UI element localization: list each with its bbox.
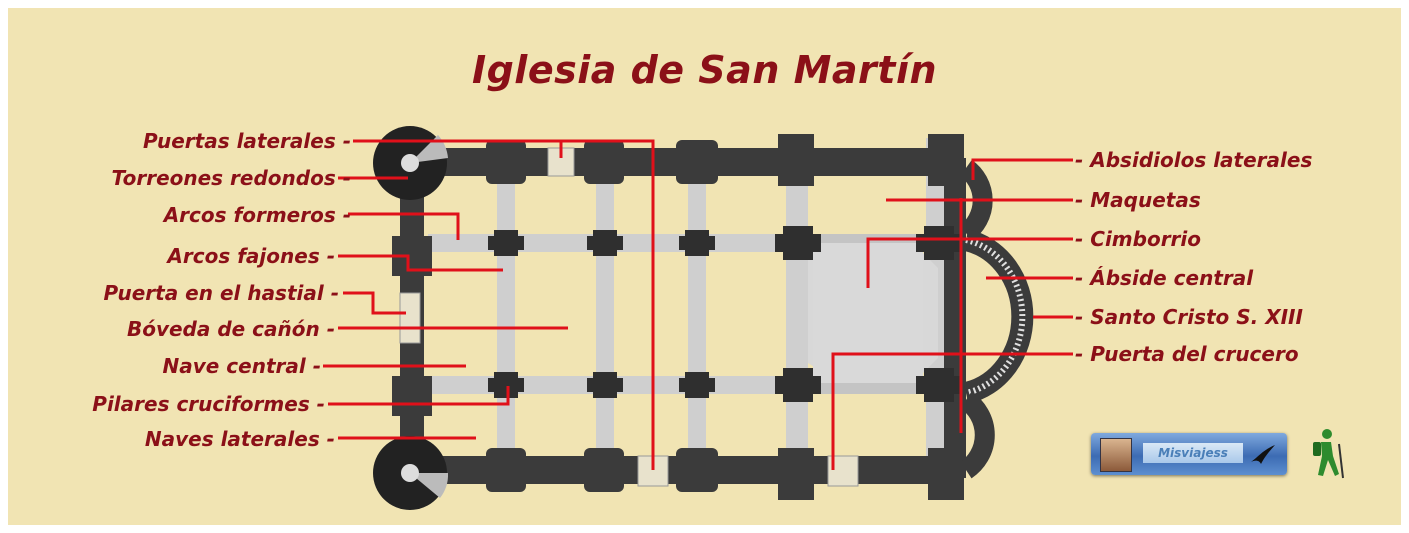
profile-photo-icon: [1100, 438, 1132, 472]
misviajess-badge[interactable]: Misviajess: [1091, 433, 1287, 475]
buttresses: [392, 134, 964, 500]
cruciform-pillars: [488, 226, 962, 402]
label-boveda-canon: Bóveda de cañón -: [126, 317, 335, 341]
label-pilares-cruciformes: Pilares cruciformes -: [92, 392, 325, 416]
label-torreones-redondos: Torreones redondos -: [111, 166, 351, 190]
arco-fajon-3: [688, 166, 706, 466]
hiker-icon: [1313, 429, 1344, 479]
pillar: [488, 372, 524, 398]
arco-fajon-1: [497, 166, 515, 466]
bird-icon: [1251, 445, 1275, 464]
absidiolo-south: [960, 391, 995, 479]
arco-fajon-4: [786, 166, 808, 466]
transept-east-wall: [944, 158, 966, 478]
pillar: [488, 230, 524, 256]
pillar: [775, 368, 821, 402]
arco-fajon-2: [596, 166, 614, 466]
arches-layer: [428, 138, 958, 468]
label-arcos-formeros: Arcos formeros -: [163, 203, 351, 227]
pillar: [775, 226, 821, 260]
pillar: [679, 230, 715, 256]
label-puerta-hastial: Puerta en el hastial -: [103, 281, 339, 305]
pillar: [587, 372, 623, 398]
label-abside-central: - Ábside central: [1075, 266, 1254, 290]
label-naves-laterales: Naves laterales -: [144, 427, 335, 451]
badge-text: Misviajess: [1143, 443, 1243, 463]
round-towers: [373, 126, 449, 510]
label-maquetas: - Maquetas: [1075, 188, 1201, 212]
label-puerta-crucero: - Puerta del crucero: [1075, 342, 1299, 366]
abside-central: [963, 229, 1034, 404]
label-arcos-fajones: Arcos fajones -: [167, 244, 335, 268]
diagram-title: Iglesia de San Martín: [471, 48, 938, 92]
pillar: [679, 372, 715, 398]
diagram-canvas: Iglesia de San Martín: [8, 8, 1401, 525]
pillar: [587, 230, 623, 256]
label-nave-central: Nave central -: [162, 354, 322, 378]
label-puertas-laterales: Puertas laterales -: [143, 129, 351, 153]
pillar: [916, 368, 962, 402]
west-door: [399, 292, 421, 344]
leader-lines: [323, 139, 1073, 470]
apses: [959, 159, 1034, 479]
label-cimborrio: - Cimborrio: [1075, 227, 1202, 251]
label-absidiolos-laterales: - Absidiolos laterales: [1075, 148, 1313, 172]
label-santo-cristo: - Santo Cristo S. XIII: [1075, 305, 1303, 329]
church-floor-plan: [323, 126, 1073, 510]
